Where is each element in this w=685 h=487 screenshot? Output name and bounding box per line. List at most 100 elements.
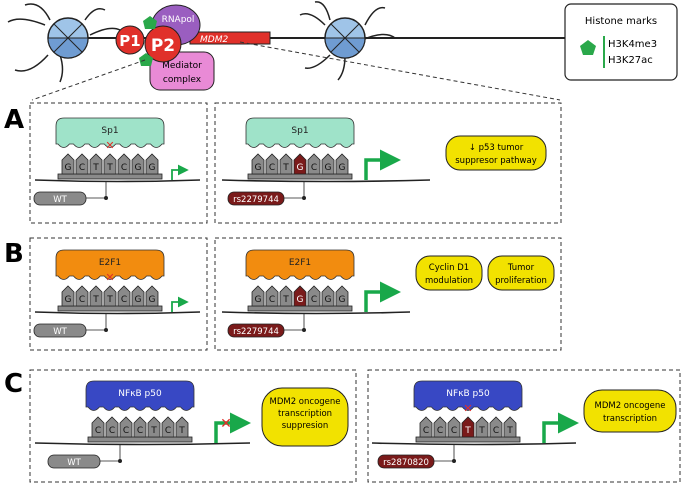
dna-line <box>221 311 411 315</box>
no-binding-x: ✕ <box>105 139 114 152</box>
no-binding-x: ✕ <box>105 271 114 284</box>
legend-pentagon-icon <box>580 40 596 55</box>
base-letter: T <box>478 426 485 436</box>
effect-a-line2: suppresor pathway <box>455 156 537 166</box>
dna-base <box>461 416 475 438</box>
allele-label: WT <box>53 195 67 205</box>
effect-bubble-a: ↓ p53 tumor suppresor pathway <box>445 135 547 171</box>
allele-tag <box>227 191 285 206</box>
factor-label: Sp1 <box>291 126 308 136</box>
dna-line <box>34 179 201 183</box>
factor-label: E2F1 <box>289 258 311 268</box>
binding-site <box>247 305 353 312</box>
panel-c-left-box <box>29 369 357 483</box>
base-letter: C <box>423 426 429 436</box>
base-letter: C <box>493 426 499 436</box>
dna-base <box>131 153 145 175</box>
dna-base <box>265 285 279 307</box>
base-letter: T <box>150 426 157 436</box>
transcription-arrow <box>171 296 189 312</box>
tag-pointer <box>284 314 305 331</box>
base-letter: T <box>92 295 99 305</box>
base-letter: C <box>269 163 275 173</box>
p2-label: P2 <box>151 36 175 56</box>
base-letter: T <box>92 163 99 173</box>
dna-base <box>75 285 89 307</box>
base-letter: C <box>121 295 127 305</box>
dna-base <box>279 153 293 175</box>
svg-text:suppresion: suppresion <box>282 421 329 431</box>
panel-letter-c: C <box>4 369 23 399</box>
dna-base <box>89 153 103 175</box>
panel-c-right-box <box>367 369 681 483</box>
svg-text:MDM2 oncogene: MDM2 oncogene <box>269 397 340 407</box>
dna-base <box>307 285 321 307</box>
panel-a-left-box <box>29 102 208 224</box>
base-letter: C <box>79 163 85 173</box>
base-letter: C <box>121 163 127 173</box>
dna-base <box>475 416 489 438</box>
dna-line <box>221 179 431 183</box>
allele-label: rs2870820 <box>383 458 429 468</box>
base-letter: C <box>109 426 115 436</box>
base-letter: C <box>451 426 457 436</box>
transcription-factor <box>85 380 195 411</box>
panel-letter-b: B <box>4 239 24 269</box>
dna-base <box>145 285 159 307</box>
histone-mark-pentagon <box>139 53 153 66</box>
base-letter: G <box>135 295 142 305</box>
allele-tag <box>227 323 285 338</box>
base-letter: C <box>311 295 317 305</box>
allele-label: WT <box>53 327 67 337</box>
dna-base <box>335 285 349 307</box>
base-letter: G <box>135 163 142 173</box>
dna-base <box>175 416 189 438</box>
base-letter: G <box>339 163 346 173</box>
dna-base <box>419 416 433 438</box>
base-letter: C <box>123 426 129 436</box>
dna-base <box>145 153 159 175</box>
base-letter: T <box>282 295 289 305</box>
dna-line <box>34 311 201 315</box>
svg-text:Cyclin D1: Cyclin D1 <box>429 263 469 273</box>
dna-base <box>147 416 161 438</box>
transcription-factor <box>245 117 355 148</box>
tag-pointer <box>86 182 107 199</box>
transcription-arrow <box>364 149 401 180</box>
allele-tag <box>33 323 87 338</box>
effect-bubble-b1: Cyclin D1 modulation <box>415 255 483 291</box>
transcription-factor <box>55 117 165 148</box>
dna-base <box>489 416 503 438</box>
base-letter: G <box>339 295 346 305</box>
transcription-arrow <box>542 412 579 443</box>
legend-title: Histone marks <box>585 16 657 27</box>
legend-item-1: H3K4me3 <box>608 39 657 50</box>
zoom-line-right <box>239 41 561 101</box>
dna-base <box>251 285 265 307</box>
gene-label: MDM2 <box>200 35 228 45</box>
binding-site <box>57 173 163 180</box>
tag-pointer <box>434 445 455 462</box>
dna-line <box>34 442 251 446</box>
factor-label: NFκB p50 <box>118 389 162 399</box>
binding-site <box>247 173 353 180</box>
effect-bubble-c-right: MDM2 oncogene transcription <box>583 389 677 433</box>
factor-label: Sp1 <box>101 126 118 136</box>
base-letter: C <box>79 295 85 305</box>
dna-base <box>161 416 175 438</box>
dna-base <box>89 285 103 307</box>
p1-label: P1 <box>119 32 140 50</box>
base-letter: G <box>65 163 72 173</box>
dna-base <box>265 153 279 175</box>
dna-base <box>117 285 131 307</box>
base-letter: G <box>149 163 156 173</box>
transcription-factor <box>245 249 355 280</box>
base-letter: C <box>137 426 143 436</box>
svg-text:transcription: transcription <box>278 409 332 419</box>
base-letter: T <box>506 426 513 436</box>
zoom-line-left <box>31 59 146 101</box>
effect-bubble-b2: Tumor proliferation <box>487 255 555 291</box>
